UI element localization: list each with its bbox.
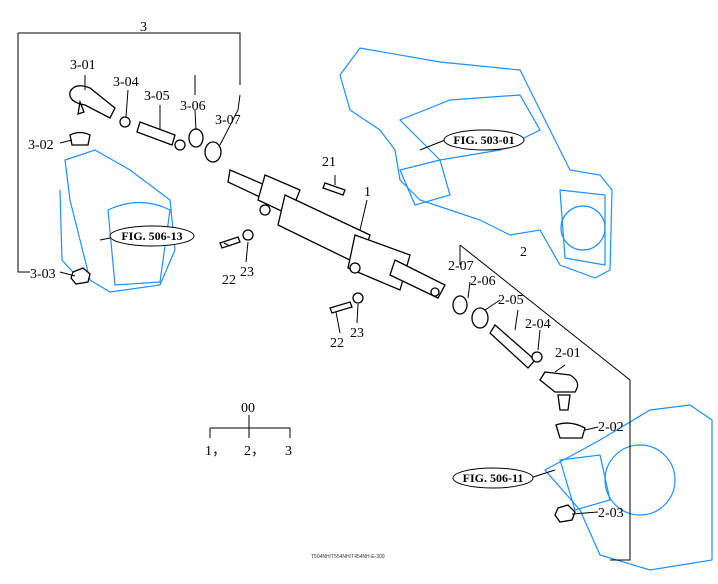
svg-text:FIG. 503-01: FIG. 503-01 [453,133,514,147]
label-1: 1 [364,185,371,200]
label-group-3: 3 [140,20,147,35]
label-2-07: 2-07 [448,259,474,274]
label-23-b: 23 [350,326,364,341]
label-22-b: 22 [330,336,344,351]
label-3-05: 3-05 [144,89,170,104]
tree-item-1: 1， [205,444,226,459]
label-2-06: 2-06 [470,274,496,289]
tie-rod-end-left [69,85,222,285]
label-group-2: 2 [520,245,527,260]
fig-ref-506-13[interactable]: FIG. 506-13 [109,225,195,247]
label-23-a: 23 [240,265,254,280]
label-3-03: 3-03 [30,267,56,282]
tree-item-3: 3 [285,444,292,459]
label-3-04: 3-04 [113,75,139,90]
label-2-02: 2-02 [598,420,624,435]
fig-ref-506-11[interactable]: FIG. 506-11 [452,467,534,489]
label-2-05: 2-05 [498,293,524,308]
label-3-01: 3-01 [70,58,96,73]
label-2-04: 2-04 [525,317,551,332]
tree-root: 00 [241,401,255,416]
svg-text:FIG. 506-11: FIG. 506-11 [463,471,524,485]
axle-housing [339,47,613,279]
fig-ref-503-01[interactable]: FIG. 503-01 [443,129,525,151]
bolts-and-washers [219,182,364,314]
label-2-03: 2-03 [598,506,624,521]
tie-rod-end-right [452,295,586,523]
label-22-a: 22 [222,273,236,288]
label-2-01: 2-01 [555,346,581,361]
label-3-06: 3-06 [180,99,206,114]
power-steering-cylinder [227,169,446,299]
label-21: 21 [322,155,336,170]
footer-code: T504NH/T554NH/T454NH-E-309 [311,554,385,560]
tree-item-2: 2， [244,444,265,459]
leader-lines [17,32,631,561]
label-3-02: 3-02 [28,138,54,153]
label-3-07: 3-07 [215,113,241,128]
svg-text:FIG. 506-13: FIG. 506-13 [121,229,182,243]
wheel-hub-right [544,404,713,571]
